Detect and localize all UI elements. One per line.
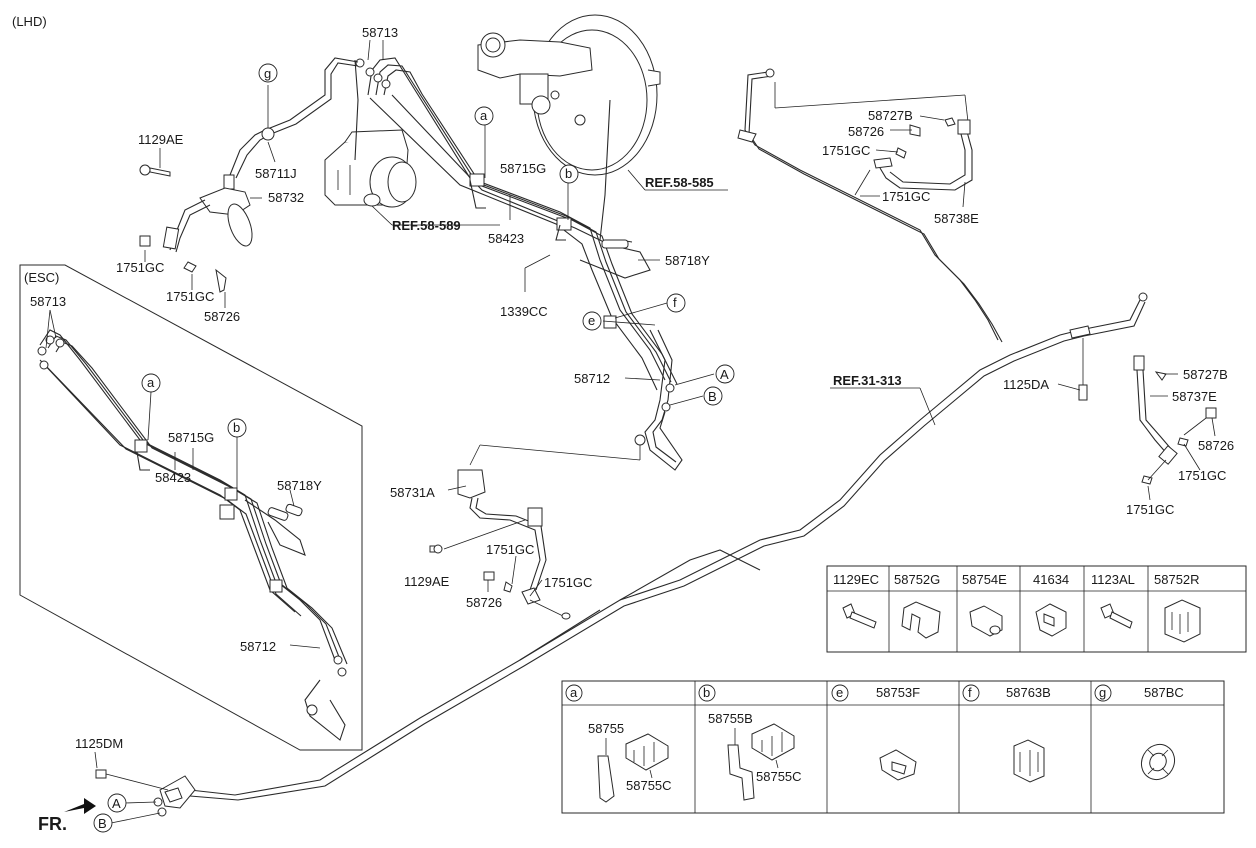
table-part-e: 58753F <box>876 685 920 700</box>
table-letter-b: b <box>703 685 710 700</box>
right-top-hose <box>737 68 1003 343</box>
callout-circle-A-bottom[interactable]: A <box>112 796 121 811</box>
abs-module <box>324 129 417 208</box>
table-b-sub-2: 58755C <box>756 769 802 784</box>
esc-callouts: (ESC) 58713 a 58715G b 58423 58718Y 5871… <box>24 270 322 654</box>
esc-callout-circle-a[interactable]: a <box>147 375 155 390</box>
callout-58726-right[interactable]: 58726 <box>1198 438 1234 453</box>
callout-1751GC-e[interactable]: 1751GC <box>822 143 870 158</box>
parts-table-top: 1129EC 58752G 58754E 41634 1123AL 58752R <box>826 565 1247 653</box>
callout-58715G-top[interactable]: 58715G <box>500 161 546 176</box>
callout-58726-mid[interactable]: 58726 <box>466 595 502 610</box>
clip-58752G-icon <box>901 601 941 639</box>
callout-58712-top[interactable]: 58712 <box>574 371 610 386</box>
callout-58711J[interactable]: 58711J <box>255 166 297 181</box>
table-b-sub-1: 58755B <box>708 711 753 726</box>
bracket-58755B-icon <box>727 723 795 801</box>
callout-circle-a-top[interactable]: a <box>480 108 488 123</box>
esc-callout-circle-b[interactable]: b <box>233 420 240 435</box>
esc-callout-58423[interactable]: 58423 <box>155 470 191 485</box>
bolt-1129EC-icon <box>842 603 877 629</box>
callout-1129AE-bottom[interactable]: 1129AE <box>404 574 450 589</box>
callout-1751GC-c[interactable]: 1751GC <box>486 542 534 557</box>
table-a-sub-1: 58755 <box>588 721 624 736</box>
front-bracket <box>64 769 196 817</box>
callout-1125DA[interactable]: 1125DA <box>1003 377 1049 392</box>
main-callouts: 58713 g 1129AE 58711J 58732 1751GC 1751G… <box>38 25 1234 834</box>
callout-1751GC-g[interactable]: 1751GC <box>1178 468 1226 483</box>
ref-abs-module[interactable]: REF.58-589 <box>392 218 461 233</box>
parts-table-bottom: a b e 58753F f 58763B g 587BC 58755 5875… <box>561 680 1225 814</box>
esc-callout-58713[interactable]: 58713 <box>30 294 66 309</box>
callout-circle-B-bottom[interactable]: B <box>98 816 107 831</box>
parts-table-top-cell-2: 58752G <box>894 572 940 587</box>
callout-circle-B-top[interactable]: B <box>708 389 717 404</box>
parts-table-top-cell-1: 1129EC <box>833 572 879 587</box>
table-part-f: 58763B <box>1006 685 1051 700</box>
callout-1339CC[interactable]: 1339CC <box>500 304 548 319</box>
callout-58727B-right[interactable]: 58727B <box>1183 367 1228 382</box>
clip-58763B-icon <box>1013 739 1045 783</box>
bolt-1123AL-icon <box>1100 603 1133 629</box>
callout-58737E[interactable]: 58737E <box>1172 389 1217 404</box>
clip-58752R-icon <box>1164 599 1201 643</box>
callout-58738E[interactable]: 58738E <box>934 211 979 226</box>
callout-1751GC-h[interactable]: 1751GC <box>1126 502 1174 517</box>
callout-1751GC-d[interactable]: 1751GC <box>544 575 592 590</box>
ref-chassis[interactable]: REF.31-313 <box>833 373 902 388</box>
callout-circle-e[interactable]: e <box>588 313 595 328</box>
esc-callout-58715G[interactable]: 58715G <box>168 430 214 445</box>
callout-circle-b-top[interactable]: b <box>565 166 572 181</box>
clip-58753F-icon <box>879 749 917 781</box>
parts-table-top-cell-5: 1123AL <box>1091 572 1135 587</box>
callout-1125DM[interactable]: 1125DM <box>75 736 123 751</box>
parts-table-top-cell-4: 41634 <box>1033 572 1069 587</box>
parts-table-top-cell-3: 58754E <box>962 572 1007 587</box>
esc-inset <box>19 264 363 751</box>
right-rear-hose <box>1133 355 1217 485</box>
callout-58423-top[interactable]: 58423 <box>488 231 524 246</box>
ref-booster[interactable]: REF.58-585 <box>645 175 714 190</box>
bracket-58755-icon <box>597 733 669 803</box>
esc-callout-58712[interactable]: 58712 <box>240 639 276 654</box>
table-letter-f: f <box>968 685 972 700</box>
callout-58732[interactable]: 58732 <box>268 190 304 205</box>
callout-1751GC-b[interactable]: 1751GC <box>166 289 214 304</box>
front-left-pipe <box>139 57 359 293</box>
callout-1751GC-f[interactable]: 1751GC <box>882 189 930 204</box>
lower-hose-section <box>429 329 683 620</box>
table-letter-g: g <box>1099 685 1106 700</box>
connector-58754E-icon <box>969 605 1003 637</box>
callout-58726-right-top[interactable]: 58726 <box>848 124 884 139</box>
main-pipe-bundle <box>354 57 678 391</box>
callout-1751GC-a[interactable]: 1751GC <box>116 260 164 275</box>
leader-lines <box>45 39 1216 824</box>
callout-58718Y-top[interactable]: 58718Y <box>665 253 710 268</box>
callout-circle-g[interactable]: g <box>264 66 271 81</box>
callout-circle-f[interactable]: f <box>673 295 677 310</box>
table-part-g: 587BC <box>1144 685 1184 700</box>
table-letter-e: e <box>836 685 843 700</box>
front-direction-label: FR. <box>38 814 67 834</box>
callout-58727B-top[interactable]: 58727B <box>868 108 913 123</box>
callout-circle-A-top[interactable]: A <box>720 367 729 382</box>
callout-1129AE-top[interactable]: 1129AE <box>138 132 184 147</box>
table-a-sub-2: 58755C <box>626 778 672 793</box>
chassis-long-line <box>189 292 1148 801</box>
esc-label: (ESC) <box>24 270 59 285</box>
callout-58726-left[interactable]: 58726 <box>204 309 240 324</box>
lhd-label: (LHD) <box>12 14 47 29</box>
esc-callout-58718Y[interactable]: 58718Y <box>277 478 322 493</box>
clip-41634-icon <box>1035 603 1067 637</box>
parts-table-top-cell-6: 58752R <box>1154 572 1200 587</box>
callout-58713-top[interactable]: 58713 <box>362 25 398 40</box>
grommet-587BC-icon <box>1140 743 1176 781</box>
callout-58731A[interactable]: 58731A <box>390 485 435 500</box>
table-letter-a: a <box>570 685 578 700</box>
brake-booster <box>477 14 661 176</box>
